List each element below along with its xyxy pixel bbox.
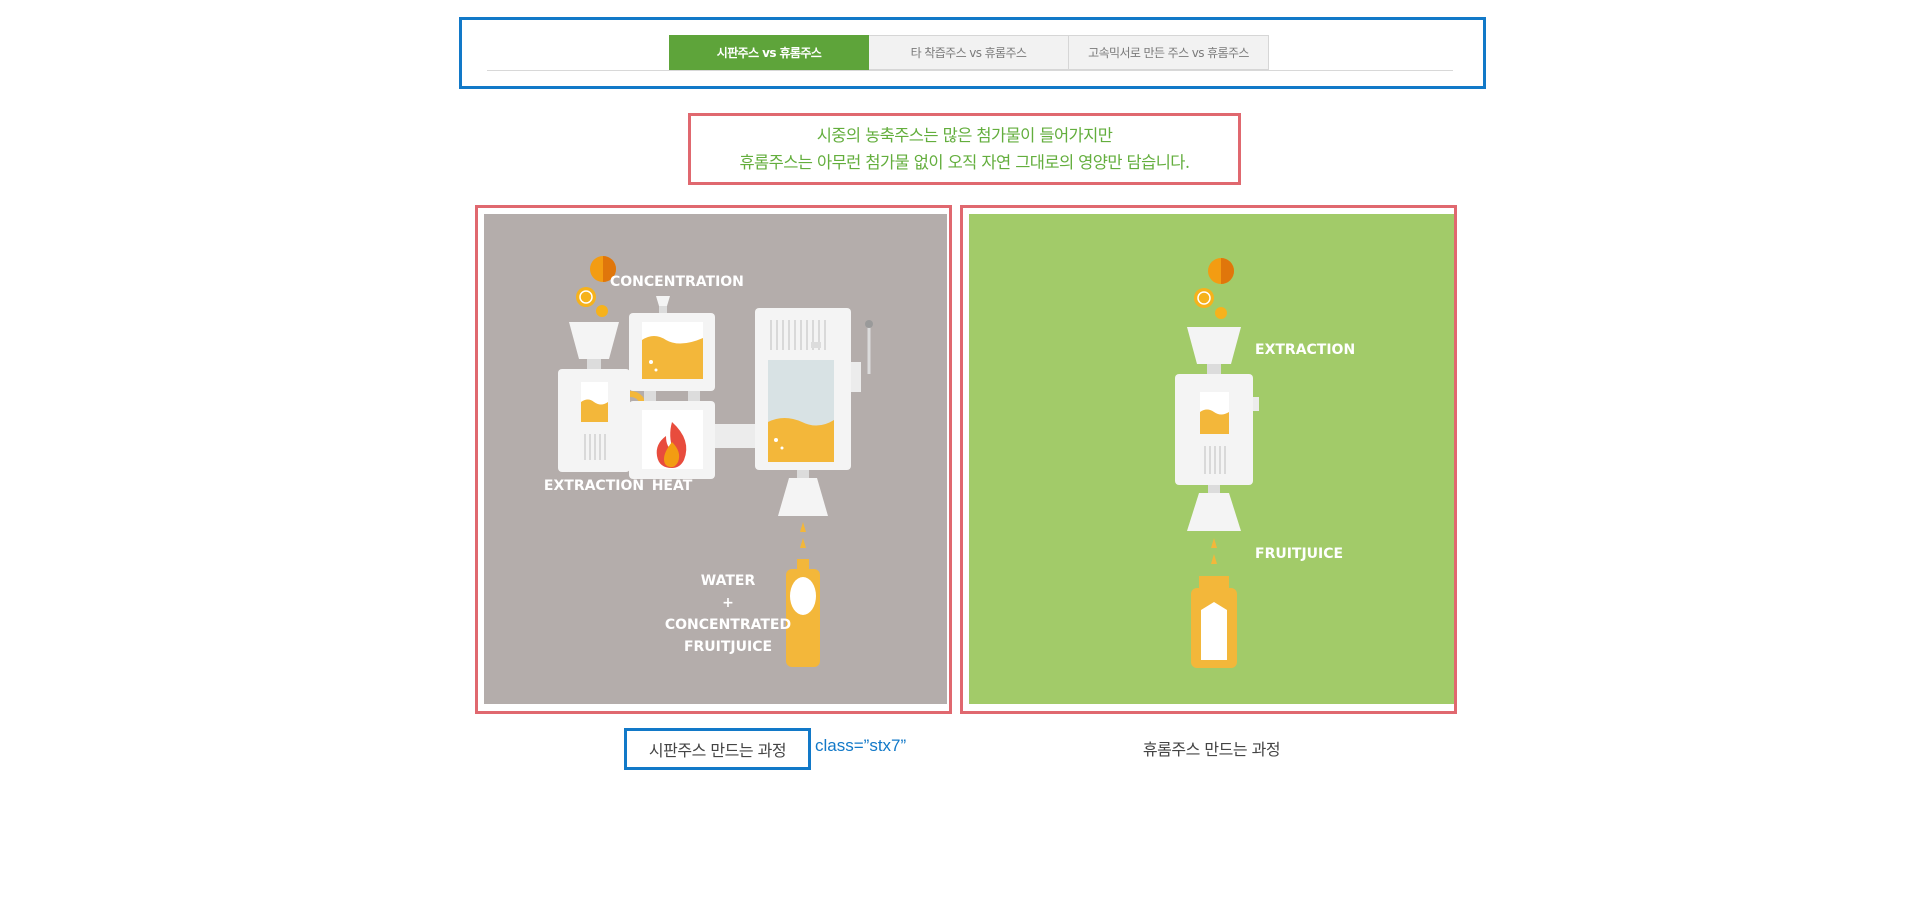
orange-icon <box>1194 258 1234 319</box>
tab-list: 시판주스 vs 휴롬주스 타 착즙주스 vs 휴롬주스 고속믹서로 만든 주스 … <box>669 35 1269 70</box>
label-concentration: CONCENTRATION <box>610 274 744 290</box>
hurom-process-diagram: EXTRACTION FRUITJUICE <box>1175 258 1355 668</box>
hurom-juice-panel-outline <box>960 205 1457 714</box>
hurom-juicer-icon <box>1175 327 1259 564</box>
heat-chamber-icon <box>629 401 715 479</box>
retail-juice-illustration: CONCENTRATION EXTRACTION HEAT WATER + CO… <box>484 214 947 704</box>
tab-other-juicer-vs-hurom[interactable]: 타 착즙주스 vs 휴롬주스 <box>869 35 1069 70</box>
hurom-juice-illustration: EXTRACTION FRUITJUICE <box>969 214 1454 704</box>
label-plus: + <box>722 595 734 611</box>
label-heat: HEAT <box>652 478 693 494</box>
headline-line-2: 휴롬주스는 아무런 첨가물 없이 오직 자연 그대로의 영양만 담습니다. <box>739 153 1190 172</box>
tab-blender-vs-hurom[interactable]: 고속믹서로 만든 주스 vs 휴롬주스 <box>1069 35 1269 70</box>
retail-juice-caption: 시판주스 만드는 과정 <box>624 728 811 770</box>
headline-line-1: 시중의 농축주스는 많은 첨가물이 들어가지만 <box>816 126 1113 145</box>
tab-navigation: 시판주스 vs 휴롬주스 타 착즙주스 vs 휴롬주스 고속믹서로 만든 주스 … <box>459 17 1486 89</box>
class-annotation-note: class=”stx7” <box>815 736 907 755</box>
orange-icon <box>576 256 616 317</box>
retail-juice-panel-outline <box>475 205 952 714</box>
label-fruitjuice: FRUITJUICE <box>684 639 772 655</box>
tab-retail-vs-hurom[interactable]: 시판주스 vs 휴롬주스 <box>669 35 869 70</box>
hurom-juice-caption: 휴롬주스 만드는 과정 <box>1142 740 1281 759</box>
output-funnel-icon <box>778 470 828 548</box>
pipe <box>715 424 755 448</box>
label-water: WATER <box>701 573 756 589</box>
label-extraction: EXTRACTION <box>1255 342 1355 358</box>
tab-underline <box>487 70 1453 71</box>
retail-process-diagram: CONCENTRATION EXTRACTION HEAT WATER + CO… <box>544 256 873 667</box>
label-concentrated: CONCENTRATED <box>665 617 791 633</box>
juice-bottle-icon <box>786 559 820 667</box>
headline: 시중의 농축주스는 많은 첨가물이 들어가지만 휴롬주스는 아무런 첨가물 없이… <box>688 113 1241 185</box>
juice-bottle-icon <box>1191 576 1237 668</box>
label-fruitjuice: FRUITJUICE <box>1255 546 1343 562</box>
label-extraction: EXTRACTION <box>544 478 644 494</box>
concentration-tank-icon <box>629 296 715 401</box>
mixing-tank-icon <box>755 308 873 470</box>
